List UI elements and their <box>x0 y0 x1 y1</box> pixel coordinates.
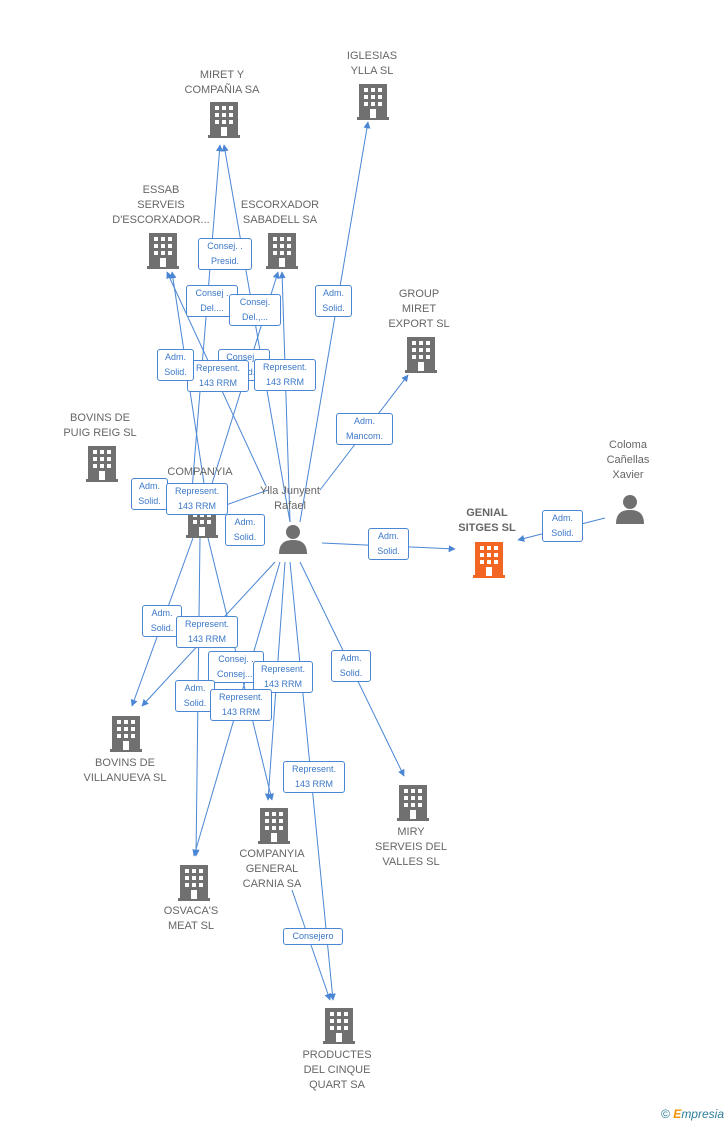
building-icon[interactable] <box>208 102 240 143</box>
node-label-ylla: Ylla Junyent Rafael <box>260 485 320 512</box>
empresia-credit: © Empresia <box>661 1107 724 1121</box>
brand-initial: E <box>673 1107 682 1121</box>
relation-label[interactable]: Adm. Solid. <box>142 605 182 637</box>
relation-label[interactable]: Consej. . Presid. <box>198 238 252 270</box>
building-icon[interactable] <box>110 716 142 757</box>
relation-label[interactable]: Consejero <box>283 928 343 945</box>
node-label-escorxador: ESCORXADOR SABADELL SA <box>240 199 320 226</box>
node-label-productes: PRODUCTES DEL CINQUE QUART SA <box>302 1049 372 1091</box>
node-label-coloma: Coloma Cañellas Xavier <box>606 439 650 481</box>
building-icon[interactable] <box>86 446 118 487</box>
relation-label[interactable]: Represent. 143 RRM <box>253 661 313 693</box>
relation-label[interactable]: Adm. Solid. <box>315 285 352 317</box>
building-icon-focus[interactable] <box>473 542 505 583</box>
relation-label[interactable]: Adm. Solid. <box>225 514 265 546</box>
relation-label[interactable]: Adm. Solid. <box>331 650 371 682</box>
building-icon[interactable] <box>323 1008 355 1049</box>
relation-label[interactable]: Represent. 143 RRM <box>187 360 249 392</box>
building-icon[interactable] <box>178 865 210 906</box>
node-label-osvaca: OSVACA'S MEAT SL <box>163 905 219 932</box>
relation-label[interactable]: Represent. 143 RRM <box>210 689 272 721</box>
building-icon[interactable] <box>147 233 179 274</box>
edge-ylla-escorxador <box>278 271 291 523</box>
building-icon[interactable] <box>266 233 298 274</box>
relation-label[interactable]: Consej. Del.,... <box>229 294 281 326</box>
node-label-iglesias: IGLESIAS YLLA SL <box>346 50 398 77</box>
node-label-miret: MIRET Y COMPAÑIA SA <box>184 69 260 96</box>
edge-ylla-miret <box>221 144 291 523</box>
building-icon[interactable] <box>405 337 437 378</box>
brand-name: mpresia <box>681 1107 724 1121</box>
relation-label[interactable]: Adm. Solid. <box>368 528 409 560</box>
node-label-genial: GENIAL SITGES SL <box>458 507 516 534</box>
relation-label[interactable]: Adm. Solid. <box>542 510 583 542</box>
relation-label[interactable]: Adm. Mancom. <box>336 413 393 445</box>
person-icon[interactable] <box>278 524 308 559</box>
relation-label[interactable]: Represent. 143 RRM <box>176 616 238 648</box>
relation-label[interactable]: Adm. Solid. <box>131 478 168 510</box>
relation-label[interactable]: Represent. 143 RRM <box>283 761 345 793</box>
node-label-companyia-general: COMPANYIA GENERAL CARNIA SA <box>239 848 305 890</box>
node-label-essab: ESSAB SERVEIS D'ESCORXADOR... <box>112 184 210 226</box>
relation-label[interactable]: Adm. Solid. <box>157 349 194 381</box>
node-label-bovins-vill: BOVINS DE VILLANUEVA SL <box>83 757 167 784</box>
edge-general-productes <box>291 889 332 1001</box>
node-label-miry: MIRY SERVEIS DEL VALLES SL <box>375 826 447 868</box>
node-label-companyia: COMPANYIA <box>167 466 233 478</box>
building-icon[interactable] <box>258 808 290 849</box>
relation-label[interactable]: Represent. 143 RRM <box>254 359 316 391</box>
relation-label[interactable]: Adm. Solid. <box>175 680 215 712</box>
copyright-symbol: © <box>661 1107 670 1121</box>
building-icon[interactable] <box>397 785 429 826</box>
node-label-group: GROUP MIRET EXPORT SL <box>388 288 450 330</box>
relation-label[interactable]: Represent. 143 RRM <box>166 483 228 515</box>
node-label-bovins-puig: BOVINS DE PUIG REIG SL <box>63 412 137 439</box>
edge-ylla-iglesias <box>299 121 371 523</box>
building-icon[interactable] <box>357 84 389 125</box>
person-icon[interactable] <box>615 494 645 529</box>
